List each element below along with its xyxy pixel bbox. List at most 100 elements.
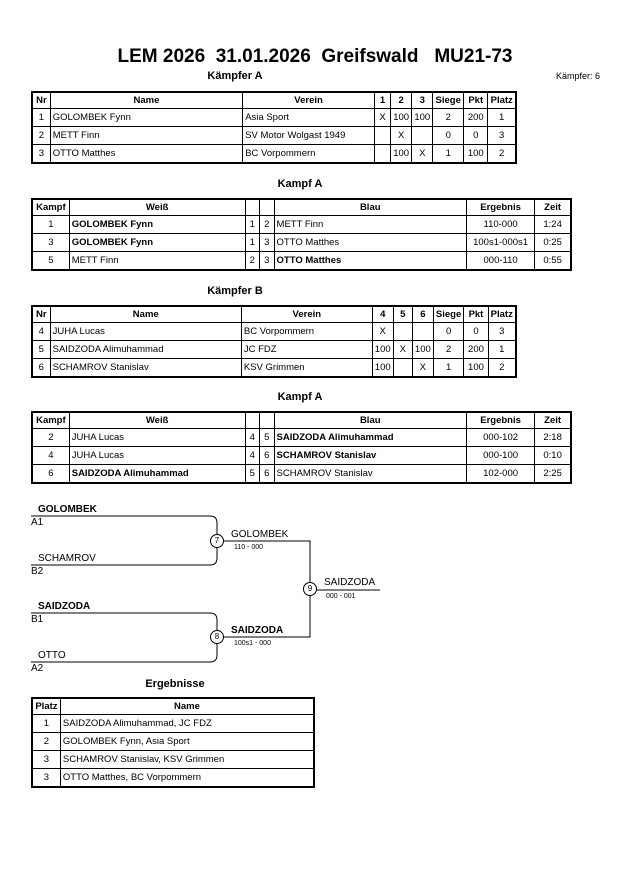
table-cell: SCHAMROV Stanislav [273,446,467,465]
bracket-seed-b2: B2 [31,566,44,577]
bracket-player-a1: GOLOMBEK [38,504,97,515]
fight-8-score: 100s1 - 000 [234,640,271,647]
table-cell: 102-000 [465,464,536,484]
table-cell: 6 [259,446,275,465]
column-header: Platz [31,697,61,715]
table-cell [392,358,413,378]
table-cell: 2 [487,358,517,378]
column-header: 3 [411,91,434,109]
table-cell [411,126,434,145]
table-cell: 3 [31,750,61,769]
table-cell: X [411,358,434,378]
table-cell: 6 [31,358,51,378]
table-cell: 3 [31,144,51,164]
table-cell: SAIDZODA Alimuhammad [49,340,242,359]
table-cell: 000-100 [465,446,536,465]
table-cell: 2 [31,732,61,751]
table-cell: 0:10 [534,446,572,465]
table-cell: 2:18 [534,428,572,447]
fight-9-score: 000 - 001 [326,593,356,600]
table-cell: 2:25 [534,464,572,484]
table-cell: 100 [411,340,434,359]
table-cell: SCHAMROV Stanislav [273,464,467,484]
bracket-player-b2: SCHAMROV [38,553,96,564]
table-cell: 100 [463,358,489,378]
table-cell: SAIDZODA Alimuhammad, JC FDZ [59,714,315,733]
fight-number-7: 7 [210,534,224,548]
table-cell: OTTO Matthes [49,144,244,164]
table-cell: 3 [31,233,70,252]
table-cell: SCHAMROV Stanislav [49,358,242,378]
table-cell: 0:25 [534,233,572,252]
table-cell: 2 [487,144,517,164]
column-header: Name [59,697,315,715]
ergebnisse-heading: Ergebnisse [145,678,205,690]
table-cell: 100 [463,144,489,164]
table-cell: 0:55 [534,251,572,271]
table-cell: OTTO Matthes, BC Vorpommern [59,768,315,788]
table-cell: 200 [463,340,489,359]
kampf-a2-heading: Kampf A [277,391,323,403]
bracket-seed-a1: A1 [31,517,44,528]
table-cell: SV Motor Wolgast 1949 [242,126,375,145]
table-cell: 5 [31,340,51,359]
table-cell: 5 [31,251,70,271]
table-cell: 1 [31,714,61,733]
bracket-seed-b1: B1 [31,614,44,625]
table-cell: 3 [487,126,517,145]
bracket-seed-a2: A2 [31,663,44,674]
table-cell: GOLOMBEK Fynn, Asia Sport [59,732,315,751]
table-cell: 200 [463,108,489,127]
table-cell: 1 [31,108,51,127]
table-cell: SAIDZODA Alimuhammad [68,464,246,484]
table-cell: X [411,144,434,164]
table-cell: METT Finn [49,126,244,145]
table-cell: 6 [31,464,70,484]
table-cell: 3 [31,768,61,788]
table-cell [373,126,392,145]
pool-a-heading: Kämpfer A [207,70,263,82]
kampf-a1-heading: Kampf A [277,178,323,190]
table-cell: GOLOMBEK Fynn [68,233,246,252]
table-cell: 1 [31,215,70,234]
table-cell: 1 [487,340,517,359]
table-cell: 3 [259,251,275,271]
fight-number-8: 8 [210,630,224,644]
fight-7-score: 110 - 000 [234,544,264,551]
table-cell: 4 [31,446,70,465]
table-cell: X [392,340,413,359]
table-cell: 0 [463,126,489,145]
fighter-count: Kämpfer: 6 [555,71,600,81]
fight-number-9: 9 [303,582,317,596]
bracket-player-a2: OTTO [38,650,66,661]
table-cell: 3 [259,233,275,252]
table-cell [373,144,392,164]
table-cell: SCHAMROV Stanislav, KSV Grimmen [59,750,315,769]
table-cell: 2 [31,126,51,145]
fight-9-winner: SAIDZODA [324,577,376,588]
page-title: LEM 2026 31.01.2026 Greifswald MU21-73 [117,46,513,67]
fight-8-winner: SAIDZODA [231,625,284,636]
pool-b-heading: Kämpfer B [207,285,263,297]
bracket-player-b1: SAIDZODA [38,601,91,612]
table-cell: 0 [432,126,465,145]
